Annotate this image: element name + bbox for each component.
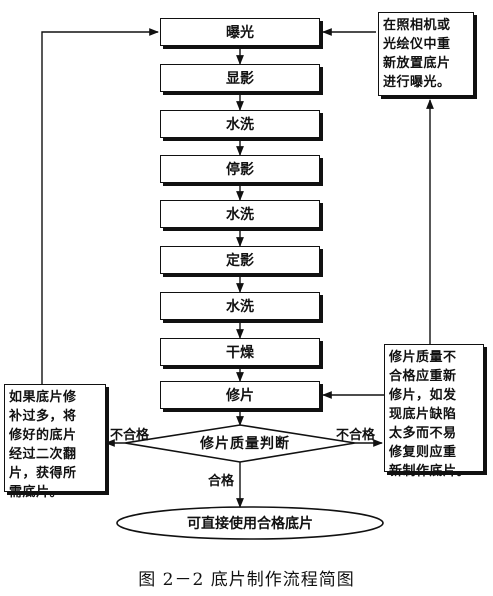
step-exposure: 曝光 — [160, 18, 320, 46]
step-dry: 干燥 — [160, 338, 320, 366]
figure-caption: 图 2－2 底片制作流程简图 — [138, 570, 355, 590]
final-ellipse — [116, 506, 384, 540]
step-stop-bath: 停影 — [160, 155, 320, 183]
step-fix: 定影 — [160, 246, 320, 274]
step-retouch: 修片 — [160, 381, 320, 409]
note-re-retouch: 修片质量不 合格应重新 修片，如发 现底片缺陷 太多而不易 修复则应重 新制作底… — [384, 344, 484, 479]
step-develop: 显影 — [160, 64, 320, 92]
decision-diamond — [124, 424, 356, 463]
arrow-left-note-exposure — [41, 28, 159, 384]
note-reexpose: 在照相机或 光绘仪中重 新放置底片 进行曝光。 — [378, 12, 474, 96]
note-secondary-copy: 如果底片修 补过多，将 修好的底片 经过二次翻 片，获得所 需底片。 — [4, 384, 106, 500]
step-wash-3: 水洗 — [160, 292, 320, 320]
decision-label: 修片质量判断 — [200, 436, 290, 452]
label-pass: 合格 — [208, 474, 235, 489]
label-fail-left: 不合格 — [110, 428, 150, 443]
step-wash-2: 水洗 — [160, 200, 320, 228]
final-step-label: 可直接使用合格底片 — [187, 516, 313, 532]
step-wash-1: 水洗 — [160, 110, 320, 138]
label-fail-right: 不合格 — [336, 428, 376, 443]
